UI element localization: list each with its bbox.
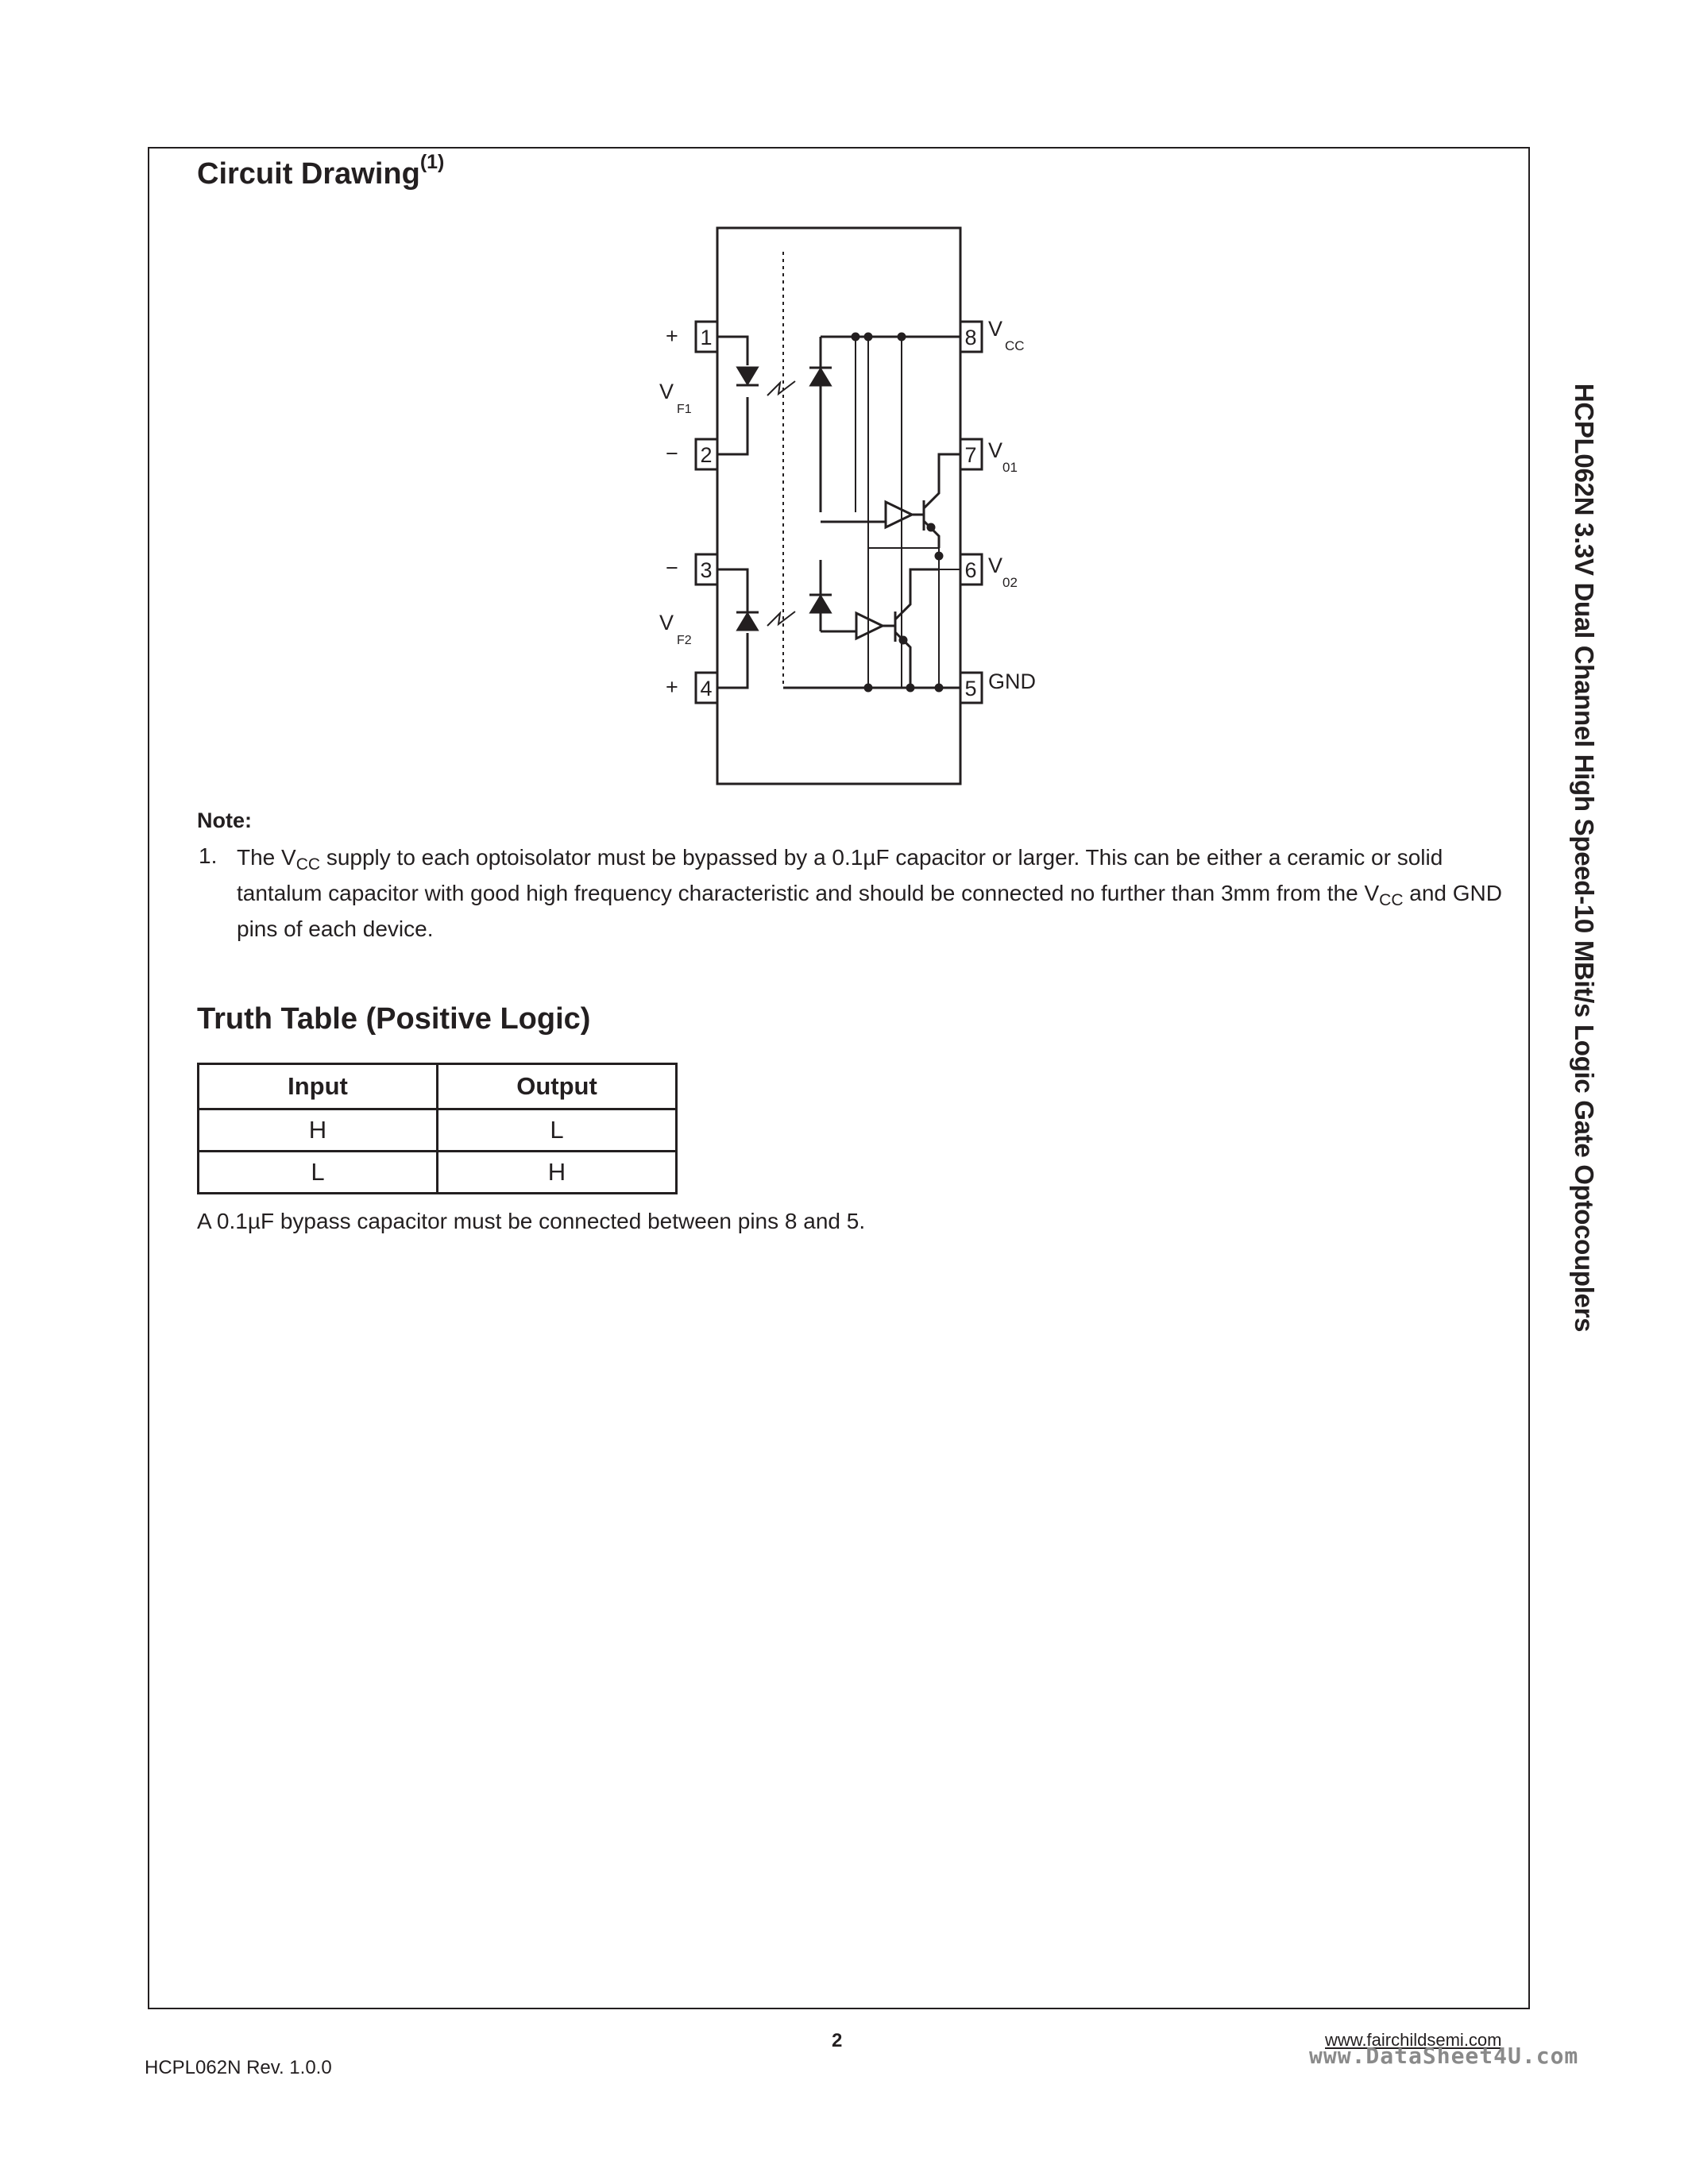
- note-number: 1.: [199, 843, 218, 868]
- vo2-label: V: [988, 554, 1002, 577]
- photodiode-2-icon: [809, 594, 832, 614]
- amplifier-2-icon: [855, 611, 886, 641]
- amplifier-2-wiring: [821, 624, 895, 633]
- bypass-note: A 0.1µF bypass capacitor must be connect…: [197, 1209, 866, 1233]
- circuit-drawing-heading-text: Circuit Drawing: [197, 157, 420, 191]
- pin-3-number: 3: [700, 558, 712, 582]
- vcc-subscript: CC: [1005, 338, 1025, 353]
- note-subscript: CC: [295, 855, 321, 874]
- table-cell-output: L: [436, 1108, 678, 1152]
- plus-label-top: +: [666, 324, 678, 348]
- vcc-feeds: [855, 337, 902, 688]
- led-2-wiring: [717, 568, 749, 689]
- note-text-part: and GND pins of each device.: [237, 881, 1502, 941]
- note-heading: Note:: [197, 808, 252, 832]
- transistor-1-collector: [922, 453, 960, 510]
- circuit-diagram: 1 2 3 4 8 7 6 5 + − − + V F1 V F2 V CC V…: [659, 226, 1036, 785]
- table-row: L H: [197, 1150, 678, 1194]
- table-cell-input: L: [197, 1150, 438, 1194]
- amplifier-1-wiring: [821, 513, 924, 523]
- vf2-subscript: F2: [677, 634, 692, 647]
- pin-2-number: 2: [700, 443, 712, 467]
- minus-label-top: −: [666, 442, 678, 465]
- junction-dot: [934, 551, 944, 561]
- plus-label-bottom: +: [666, 675, 678, 699]
- footnote-ref: (1): [419, 151, 445, 173]
- vo1-subscript: 01: [1002, 460, 1018, 475]
- watermark-text: www.DataSheet4U.com: [1309, 2043, 1579, 2069]
- output-node-wiring: [867, 502, 960, 688]
- led-1-wiring: [717, 335, 749, 456]
- vcc-label: V: [988, 317, 1002, 341]
- vf1-subscript: F1: [677, 403, 692, 416]
- pin-8-number: 8: [964, 326, 976, 349]
- pin-5-number: 5: [964, 677, 976, 700]
- truth-table-heading: Truth Table (Positive Logic): [197, 1002, 591, 1036]
- table-row: H L: [197, 1108, 678, 1152]
- led-2-icon: [736, 612, 759, 631]
- vf1-label: V: [659, 380, 674, 403]
- revision-label: HCPL062N Rev. 1.0.0: [145, 2057, 332, 2078]
- led-1-icon: [736, 366, 759, 386]
- truth-table: Input Output H L L H: [197, 1063, 678, 1194]
- vo1-label: V: [988, 438, 1002, 462]
- page-frame: [148, 147, 1530, 2009]
- table-cell-output: H: [436, 1150, 678, 1194]
- pin-7-number: 7: [964, 443, 976, 467]
- note-subscript: CC: [1379, 891, 1404, 909]
- package-outline: [716, 226, 962, 785]
- table-header-row: Input Output: [197, 1063, 678, 1110]
- transistor-1-emitter-arrow: [926, 523, 936, 532]
- vo2-subscript: 02: [1002, 575, 1018, 590]
- transistor-2-collector: [894, 568, 939, 621]
- table-header-output: Output: [436, 1063, 678, 1110]
- gnd-label: GND: [988, 669, 1036, 693]
- light-arrow-1: [767, 380, 796, 396]
- light-arrow-2: [767, 611, 796, 627]
- note-text-part: supply to each optoisolator must be bypa…: [237, 845, 1443, 905]
- pin-1-number: 1: [700, 326, 712, 349]
- photodiode-1-icon: [809, 367, 832, 387]
- pin-6-number: 6: [964, 558, 976, 582]
- table-cell-input: H: [197, 1108, 438, 1152]
- amplifier-1-icon: [884, 500, 915, 530]
- table-header-input: Input: [197, 1063, 438, 1110]
- minus-label-bottom: −: [666, 556, 678, 580]
- website-link[interactable]: www.fairchildsemi.com: [1325, 2030, 1502, 2050]
- junction-dot: [934, 683, 944, 693]
- vf2-label: V: [659, 611, 674, 635]
- transistor-2-emitter-arrow: [898, 635, 908, 645]
- page-number: 2: [832, 2030, 843, 2051]
- note-text-part: The V: [237, 845, 296, 870]
- note-text: The VCC supply to each optoisolator must…: [237, 843, 1508, 943]
- pin-4-number: 4: [700, 677, 712, 700]
- circuit-drawing-heading: Circuit Drawing(1): [197, 151, 444, 191]
- junction-dot: [906, 683, 915, 693]
